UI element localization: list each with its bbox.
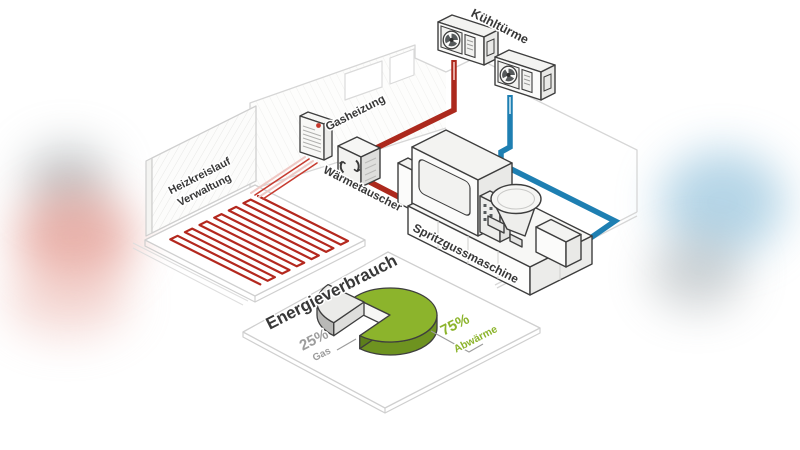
- blur-blob-pink-left: [5, 262, 130, 337]
- blur-blob-red-left: [15, 190, 135, 285]
- pie-slice-gas: [316, 283, 365, 337]
- heat-exchange-icon: [339, 159, 361, 174]
- blur-blob-gray-right: [650, 235, 745, 310]
- gas-boiler-unit: [299, 111, 333, 161]
- energy-pie-chart: [316, 283, 484, 356]
- office-wall: [151, 105, 257, 234]
- auxiliary-unit: [535, 218, 582, 268]
- office-wall-return: [145, 157, 153, 237]
- cooling-tower-2: [494, 49, 556, 101]
- injection-molding-machine: [397, 129, 593, 296]
- leader-line-gas: [336, 338, 357, 351]
- hopper: [487, 183, 542, 248]
- leader-line-abwaerme: [430, 330, 484, 353]
- blur-blob-blue-right: [660, 150, 785, 255]
- flame-icon: [316, 123, 321, 128]
- heating-supply-lines: [250, 156, 318, 200]
- pie-slice-abwaerme: [353, 287, 438, 356]
- window: [389, 48, 415, 85]
- window: [344, 60, 383, 101]
- heat-exchanger-unit: [337, 136, 381, 188]
- floor-heating-coil: [169, 194, 350, 286]
